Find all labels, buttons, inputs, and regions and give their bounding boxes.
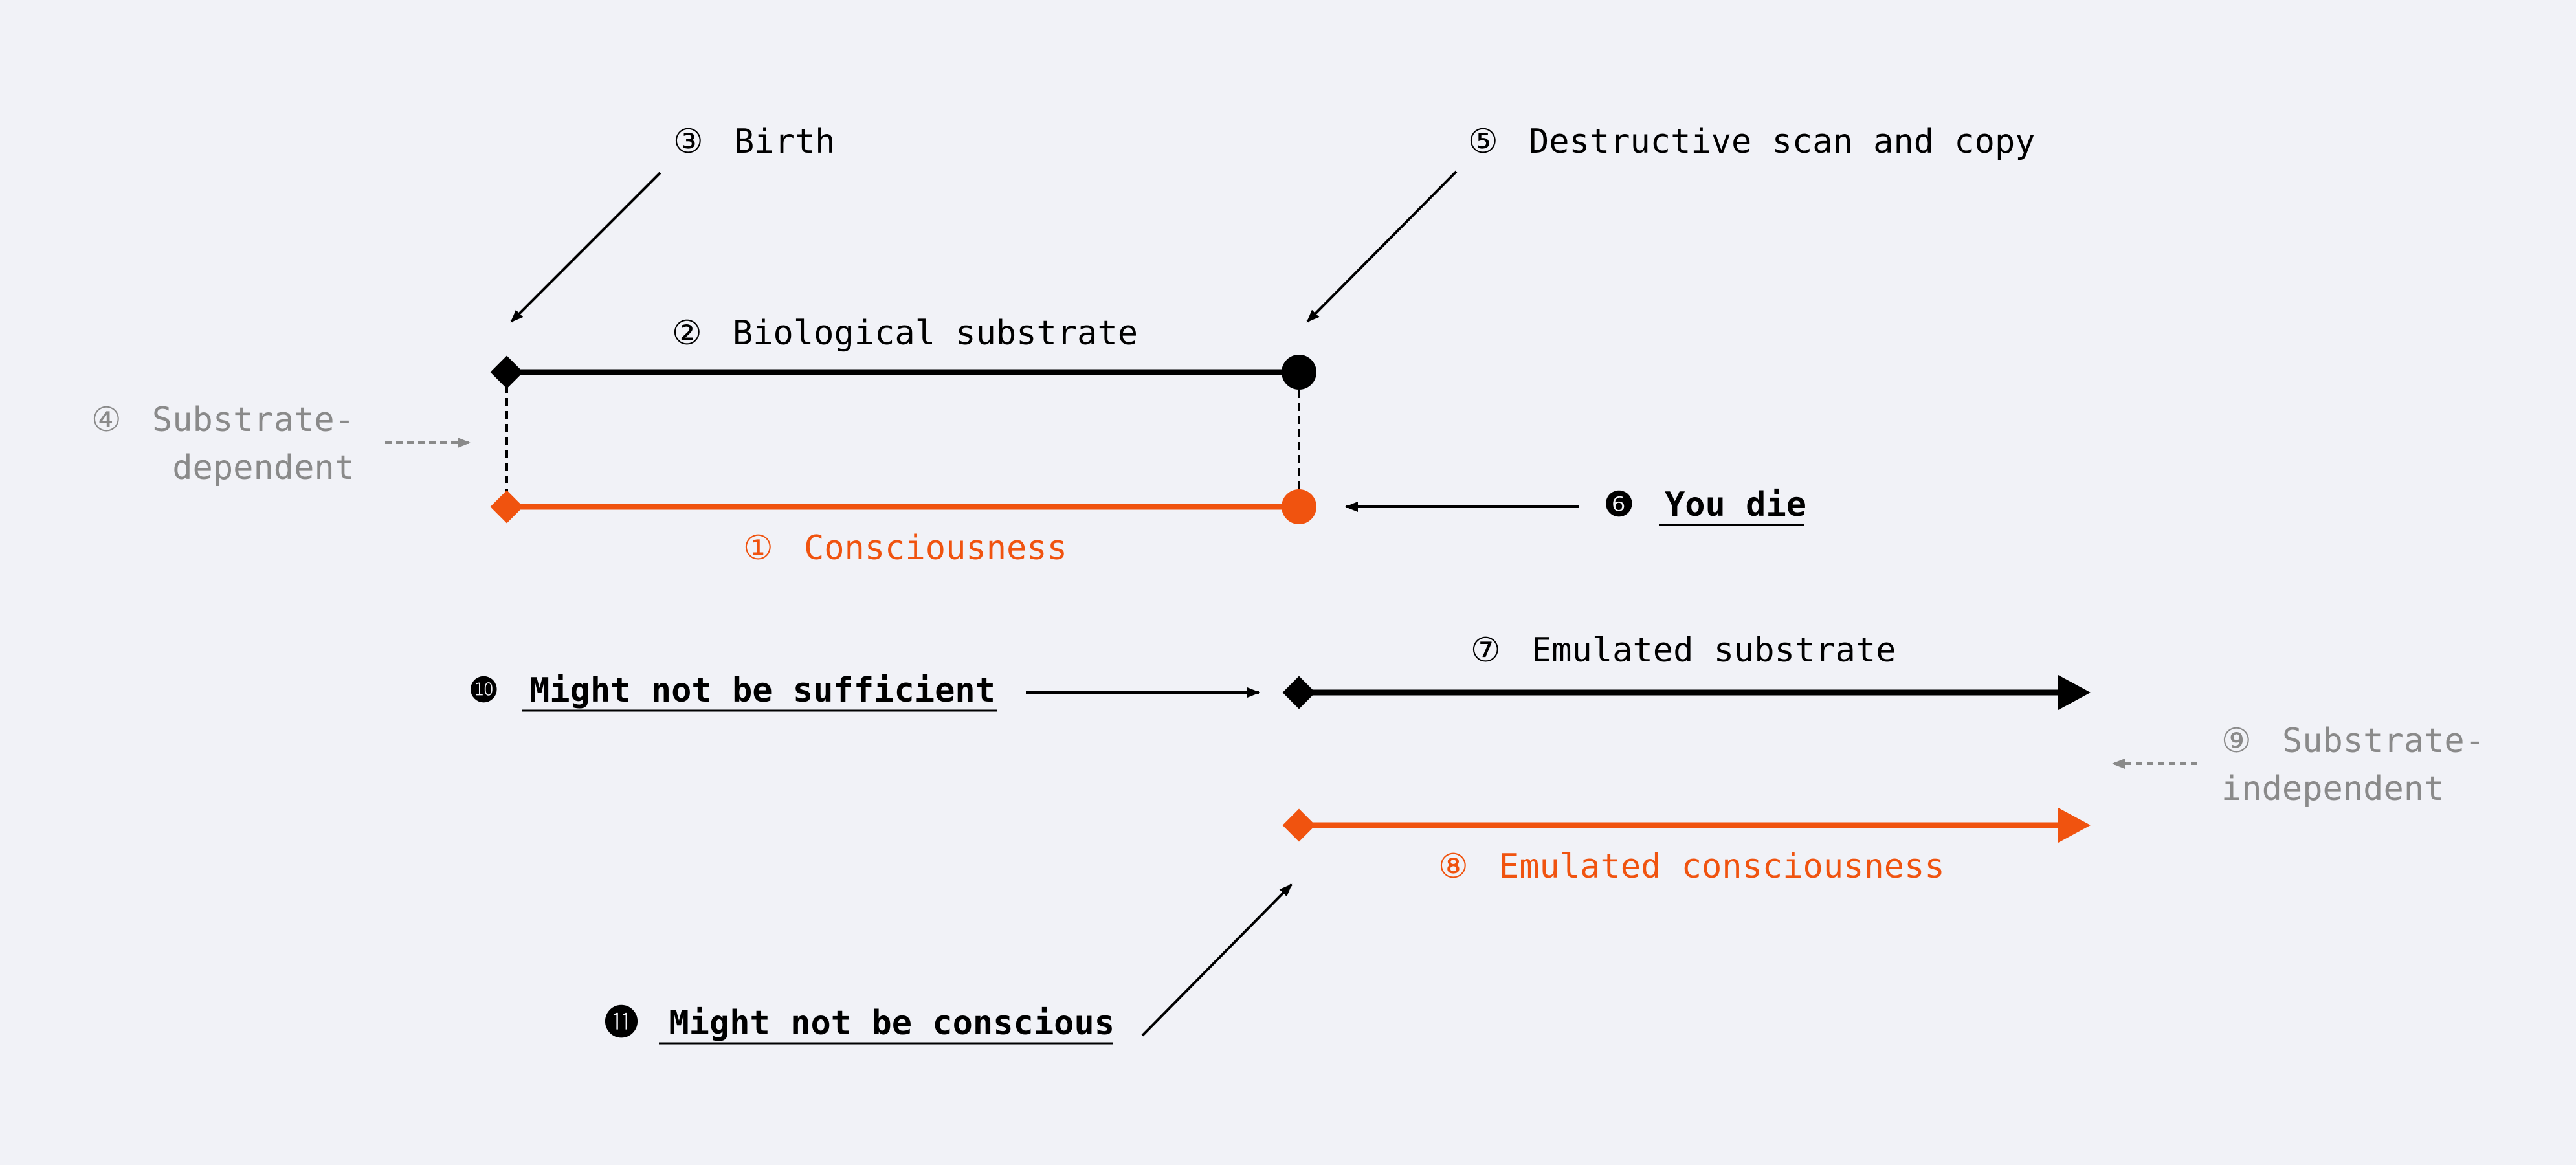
scan-text: Destructive scan and copy	[1529, 122, 2036, 161]
substrate-dependent-line1: Substrate-	[152, 401, 355, 439]
consciousness-label: ① Consciousness	[743, 529, 1067, 568]
emulated-substrate-number: ⑦	[1471, 631, 1501, 670]
consciousness-end-circle	[1282, 489, 1316, 524]
emulated-start-diamond	[1282, 676, 1316, 709]
birth-number: ③	[673, 122, 704, 161]
substrate-independent-label: ⑨ Substrate-	[2221, 722, 2485, 760]
sufficient-number: ❿	[469, 671, 499, 710]
substrate-independent-label-line2: independent	[2221, 770, 2444, 808]
sufficient-label: ❿ Might not be sufficient	[469, 671, 995, 710]
conscious-text: Might not be conscious	[669, 1004, 1115, 1043]
consciousness-start-diamond	[490, 490, 524, 524]
emulated-consciousness-label: ⑧ Emulated consciousness	[1438, 847, 1945, 886]
biological-substrate-text: Biological substrate	[733, 314, 1138, 353]
scan-circle-marker	[1282, 355, 1316, 390]
birth-arrow	[510, 172, 661, 323]
biological-substrate-number: ②	[672, 314, 702, 353]
you-die-number: ❻	[1604, 485, 1634, 524]
scan-number: ⑤	[1468, 122, 1498, 161]
conscious-number: ⓫	[605, 1004, 638, 1043]
biological-substrate-line	[490, 355, 1316, 390]
emulated-consciousness-line	[1282, 808, 2091, 843]
substrate-independent-number: ⑨	[2221, 722, 2252, 760]
you-die-text: You die	[1665, 485, 1806, 524]
consciousness-line	[490, 489, 1316, 524]
emulated-consciousness-arrowhead	[2058, 808, 2091, 843]
emulated-substrate-arrowhead	[2058, 675, 2091, 710]
emulated-substrate-label: ⑦ Emulated substrate	[1471, 631, 1896, 670]
emulated-substrate-text: Emulated substrate	[1531, 631, 1896, 670]
substrate-dependent-number: ④	[91, 401, 122, 439]
substrate-independent-line1: Substrate-	[2282, 722, 2485, 760]
consciousness-number: ①	[743, 529, 773, 568]
emulated-substrate-line	[1282, 675, 2091, 710]
biological-substrate-label: ② Biological substrate	[672, 314, 1138, 353]
scan-label: ⑤ Destructive scan and copy	[1468, 122, 2036, 161]
scan-arrow	[1306, 170, 1458, 323]
substrate-dependent-label: ④ Substrate-	[91, 401, 355, 439]
consciousness-text: Consciousness	[804, 529, 1067, 568]
conscious-arrow	[1141, 883, 1293, 1037]
emulated-consciousness-text: Emulated consciousness	[1499, 847, 1945, 886]
emulated-consciousness-start-diamond	[1282, 808, 1316, 842]
emulated-consciousness-number: ⑧	[1438, 847, 1469, 886]
birth-text: Birth	[734, 122, 836, 161]
conscious-label: ⓫ Might not be conscious	[605, 1004, 1115, 1043]
sufficient-text: Might not be sufficient	[529, 671, 995, 710]
birth-diamond-marker	[490, 355, 524, 389]
birth-label: ③ Birth	[673, 122, 835, 161]
you-die-label: ❻ You die	[1604, 485, 1806, 524]
substrate-dependent-label-line2: dependent	[172, 449, 355, 487]
